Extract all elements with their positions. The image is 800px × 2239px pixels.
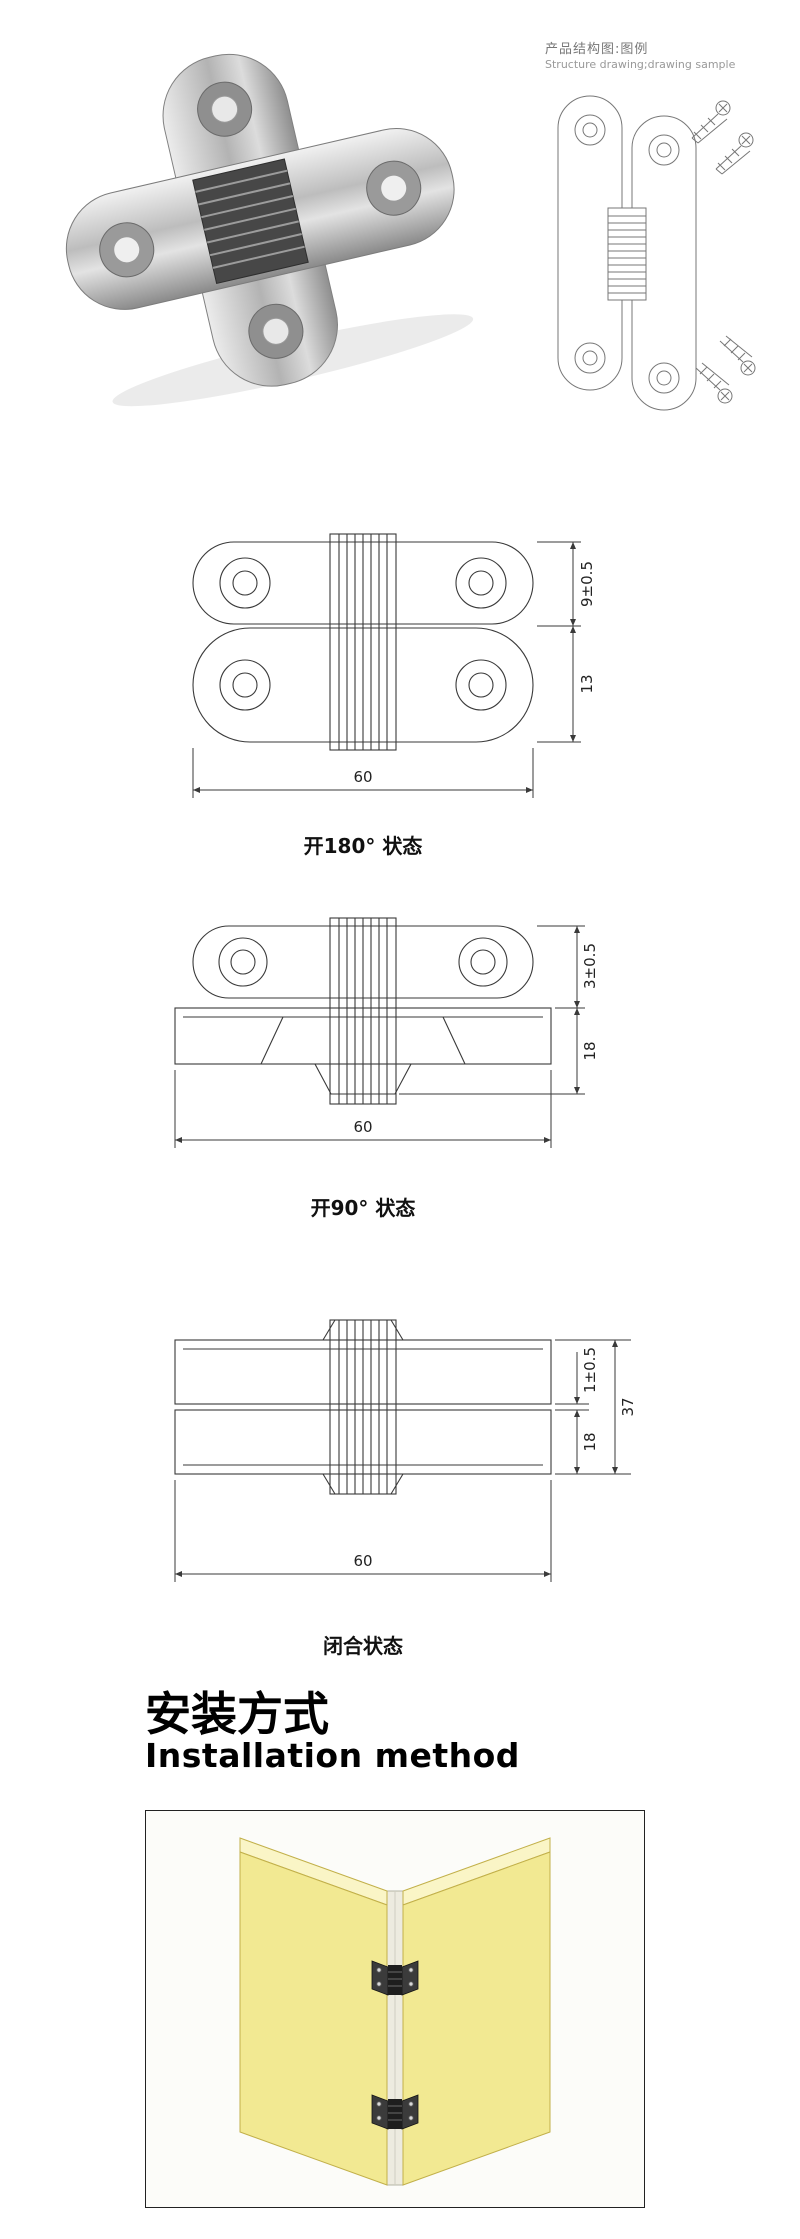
drawing-caption: 开180° 状态 xyxy=(303,834,423,858)
dimension-label: 13 xyxy=(578,674,596,693)
dimension-lines xyxy=(192,541,581,798)
panel-right-front xyxy=(402,1851,551,2186)
hinge-lower xyxy=(371,2094,419,2130)
drawing-180-open: 9±0.5 13 60 xyxy=(133,512,673,824)
structure-drawing-graphic xyxy=(557,95,756,411)
dimension-lines xyxy=(174,1339,631,1582)
installation-title-cn: 安装方式 xyxy=(145,1687,329,1741)
panel-left-front xyxy=(239,1851,388,2186)
screw-icon xyxy=(715,132,754,175)
drawing-caption: 闭合状态 xyxy=(323,1634,403,1658)
screw-holes xyxy=(99,81,422,359)
screw-icon xyxy=(719,335,756,376)
dimension-lines xyxy=(174,925,585,1148)
dimension-label: 9±0.5 xyxy=(578,561,596,607)
drawing-closed-graphic: 1±0.5 37 18 60 xyxy=(174,1319,637,1582)
dimension-label: 60 xyxy=(353,768,372,786)
dimension-label: 1±0.5 xyxy=(581,1347,599,1393)
dimension-label: 60 xyxy=(353,1118,372,1136)
screw-icon xyxy=(691,100,731,144)
installation-graphic xyxy=(145,1810,645,2208)
dimension-label: 37 xyxy=(619,1397,637,1416)
drawing-90-open-graphic: 3±0.5 18 60 xyxy=(174,917,599,1148)
drawing-90-open: 3±0.5 18 60 xyxy=(133,896,673,1184)
screw-icon xyxy=(695,362,733,404)
structure-drawing-title-cn: 产品结构图:图例 xyxy=(545,42,649,57)
installation-illustration xyxy=(145,1810,645,2208)
hinge-upper xyxy=(371,1960,419,1996)
dimension-label: 3±0.5 xyxy=(581,943,599,989)
drawing-caption: 开90° 状态 xyxy=(310,1196,416,1220)
product-photo xyxy=(35,28,485,408)
drawing-180-open-graphic: 9±0.5 13 60 xyxy=(192,533,596,798)
dimension-label: 60 xyxy=(353,1552,372,1570)
dimension-label: 18 xyxy=(581,1432,599,1451)
hinge-photo-graphic xyxy=(65,53,474,407)
installation-title-en: Installation method xyxy=(145,1736,520,1775)
structure-drawing xyxy=(520,80,760,420)
drawing-closed: 1±0.5 37 18 60 xyxy=(133,1282,673,1604)
link-stack xyxy=(192,158,309,285)
dimension-label: 18 xyxy=(581,1041,599,1060)
structure-drawing-title-en: Structure drawing;drawing sample xyxy=(545,58,736,71)
